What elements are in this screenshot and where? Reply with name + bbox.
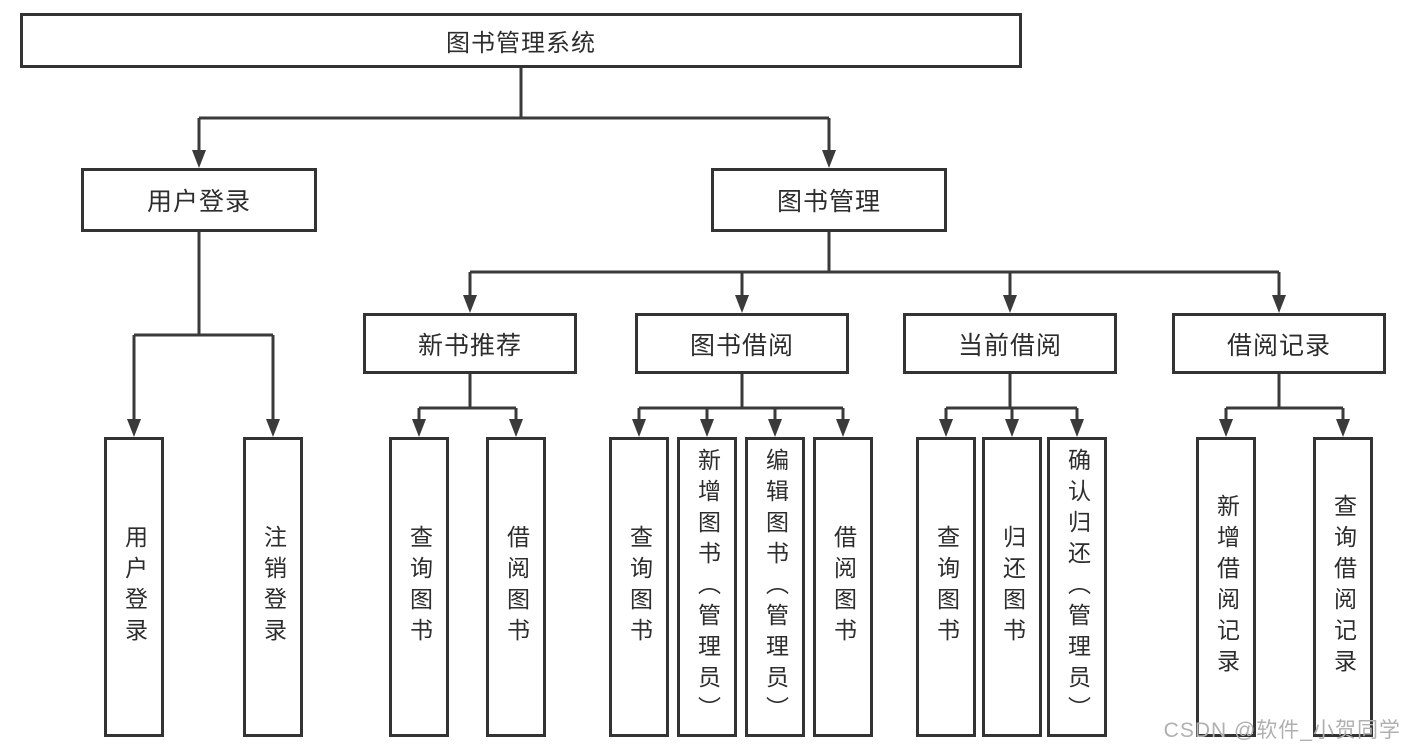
leaf-logout-label: 注销登录 [260, 525, 287, 649]
node-book-management: 图书管理 [711, 168, 947, 232]
leaf-borrow-borrow-books: 借阅图书 [813, 437, 873, 737]
node-new-book-recommend-label: 新书推荐 [417, 331, 522, 360]
leaf-current-query-books-label: 查询图书 [933, 525, 960, 649]
leaf-newbook-query-books-label: 查询图书 [406, 525, 433, 649]
leaf-user-login: 用户登录 [104, 437, 164, 737]
root-node-library-system: 图书管理系统 [20, 13, 1022, 68]
node-borrowing-records-label: 借阅记录 [1226, 331, 1331, 360]
leaf-current-confirm-return-admin: 确认归还（管理员） [1047, 437, 1107, 737]
leaf-borrow-query-books: 查询图书 [609, 437, 669, 737]
leaf-current-return-books-label: 归还图书 [999, 525, 1026, 649]
leaf-borrow-add-books-admin: 新增图书（管理员） [677, 437, 737, 737]
leaf-borrow-query-books-label: 查询图书 [626, 525, 653, 649]
leaf-newbook-query-books: 查询图书 [389, 437, 449, 737]
node-borrowing-records: 借阅记录 [1172, 313, 1386, 374]
leaf-records-query-record: 查询借阅记录 [1313, 437, 1373, 737]
leaf-borrow-edit-books-admin: 编辑图书（管理员） [745, 437, 805, 737]
node-user-login: 用户登录 [81, 168, 317, 232]
leaf-borrow-borrow-books-label: 借阅图书 [830, 525, 857, 649]
leaf-current-query-books: 查询图书 [916, 437, 976, 737]
node-new-book-recommend: 新书推荐 [363, 313, 577, 374]
node-user-login-label: 用户登录 [146, 188, 251, 216]
node-current-borrowing: 当前借阅 [903, 313, 1117, 374]
node-book-borrowing-label: 图书借阅 [689, 331, 794, 360]
leaf-logout: 注销登录 [243, 437, 303, 737]
leaf-records-query-record-label: 查询借阅记录 [1330, 494, 1357, 680]
root-node-label: 图书管理系统 [446, 30, 596, 57]
leaf-borrow-add-books-admin-label: 新增图书（管理员） [694, 447, 721, 727]
csdn-watermark: CSDN @软件_小贺同学 [1163, 719, 1401, 742]
leaf-newbook-borrow-books-label: 借阅图书 [503, 525, 530, 649]
leaf-records-add-record-label: 新增借阅记录 [1213, 494, 1240, 680]
leaf-user-login-label: 用户登录 [121, 525, 148, 649]
node-book-borrowing: 图书借阅 [635, 313, 849, 374]
leaf-borrow-edit-books-admin-label: 编辑图书（管理员） [762, 447, 789, 727]
leaf-records-add-record: 新增借阅记录 [1196, 437, 1256, 737]
node-current-borrowing-label: 当前借阅 [957, 331, 1062, 360]
leaf-current-return-books: 归还图书 [982, 437, 1042, 737]
leaf-current-confirm-return-admin-label: 确认归还（管理员） [1064, 447, 1091, 727]
node-book-management-label: 图书管理 [776, 188, 881, 216]
leaf-newbook-borrow-books: 借阅图书 [486, 437, 546, 737]
